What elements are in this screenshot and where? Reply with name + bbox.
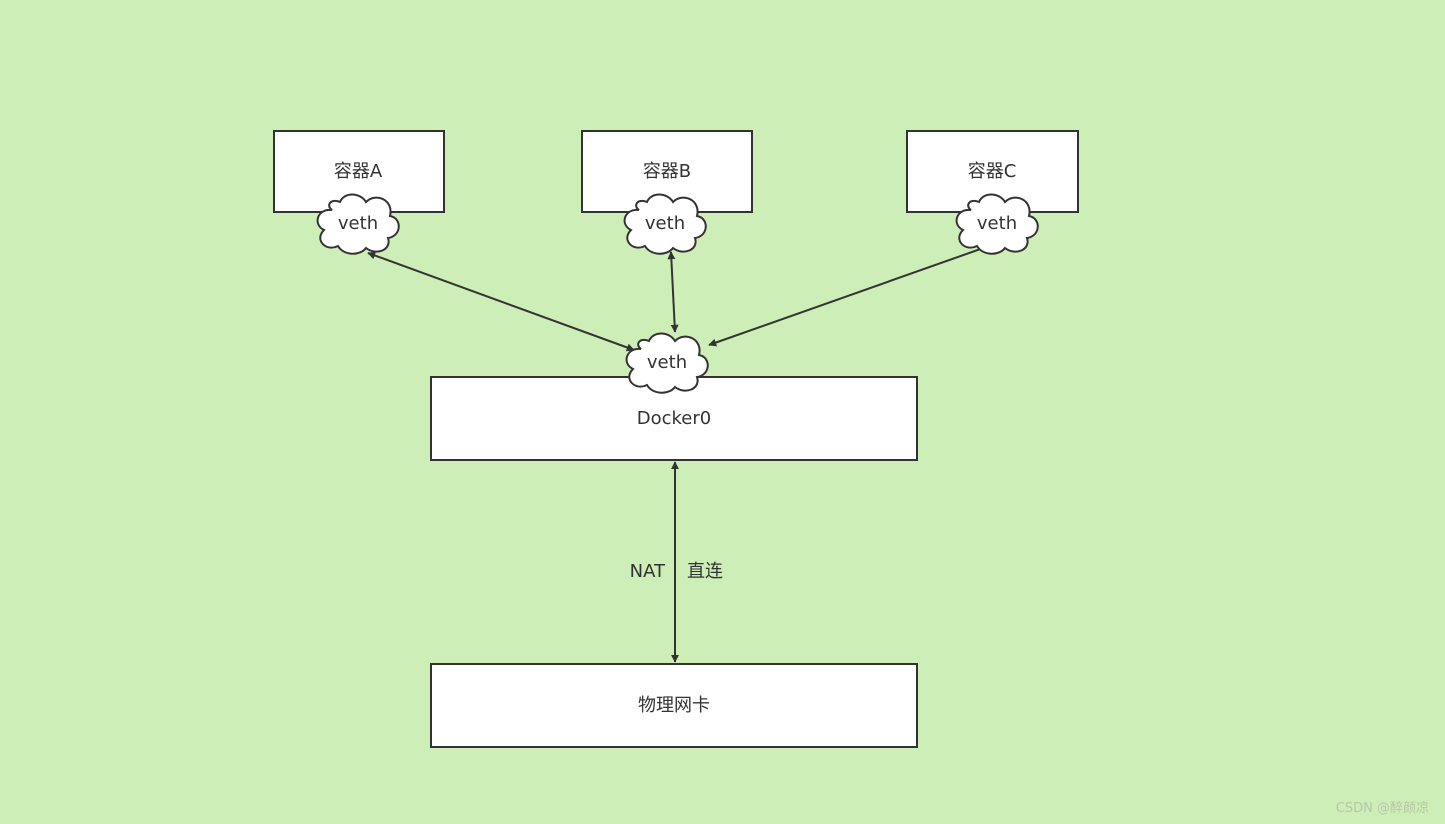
container-a-label: 容器A xyxy=(334,161,383,182)
physical-nic-label: 物理网卡 xyxy=(638,695,710,716)
physical-nic-box xyxy=(430,663,918,748)
veth-docker0-label: veth xyxy=(647,352,687,373)
direct-connection-label: 直连 xyxy=(687,561,723,582)
veth-cloud-c: veth xyxy=(955,193,1039,255)
nat-label: NAT xyxy=(630,561,666,582)
edge-veth-a-to-docker0 xyxy=(367,251,635,352)
veth-b-label: veth xyxy=(645,213,685,234)
container-b-label: 容器B xyxy=(643,161,691,182)
container-c-label: 容器C xyxy=(968,161,1017,182)
edge-veth-c-to-docker0 xyxy=(708,244,990,347)
veth-cloud-b: veth xyxy=(623,193,707,255)
veth-a-label: veth xyxy=(338,213,378,234)
veth-c-label: veth xyxy=(977,213,1017,234)
edge-veth-b-to-docker0 xyxy=(667,251,679,333)
watermark: CSDN @醉颜凉 xyxy=(1335,801,1429,816)
veth-cloud-docker0: veth xyxy=(625,332,709,394)
docker0-label: Docker0 xyxy=(637,408,711,429)
veth-cloud-a: veth xyxy=(316,193,400,255)
physical-nic-node: 物理网卡 xyxy=(430,663,918,748)
